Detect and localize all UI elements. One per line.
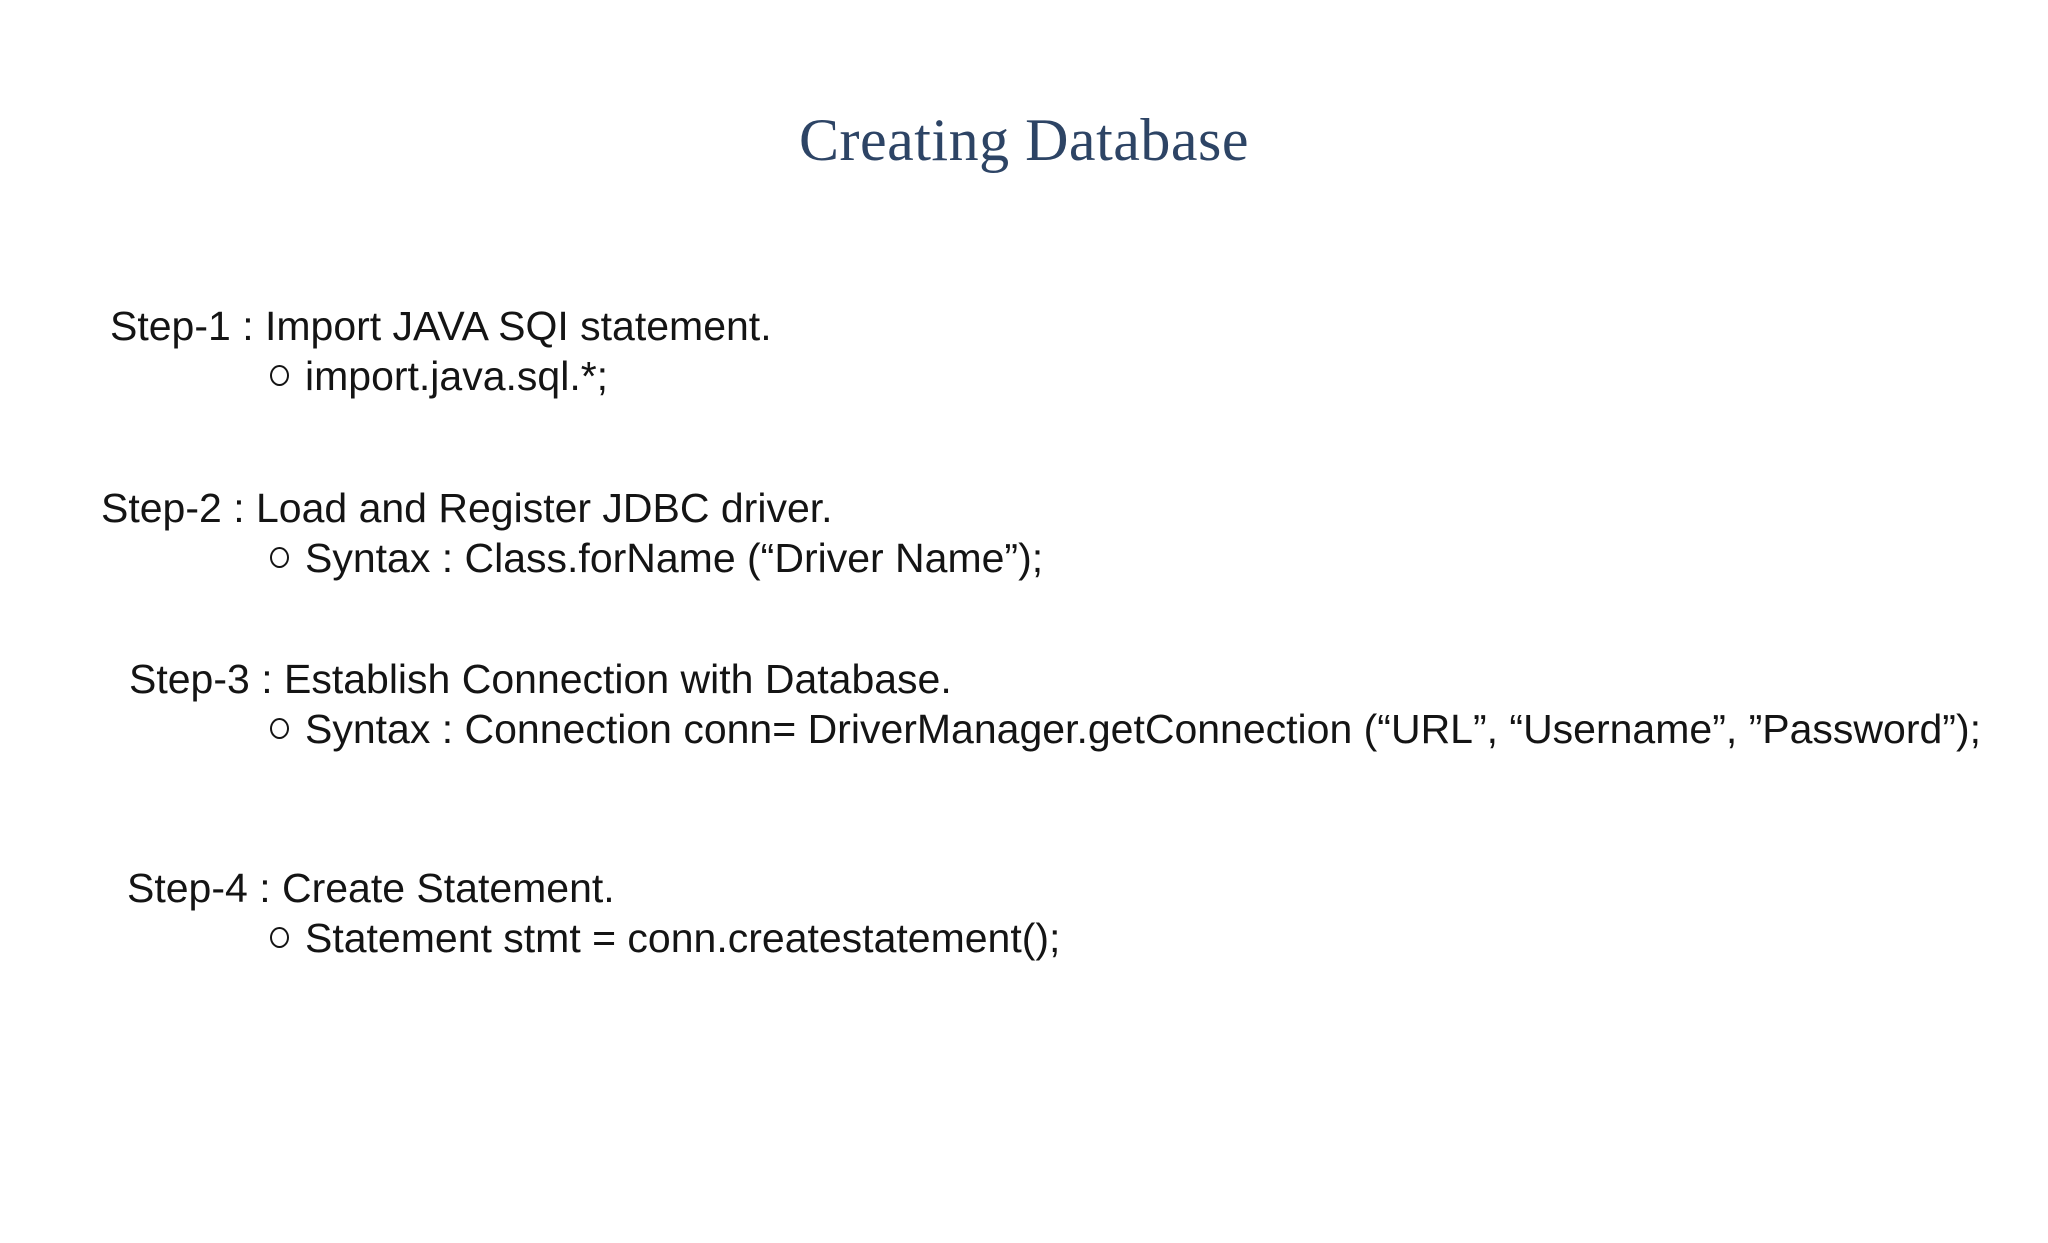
circle-bullet-icon <box>270 547 289 568</box>
circle-bullet-icon <box>270 927 289 948</box>
step-1-block: Step-1 : Import JAVA SQI statement. impo… <box>0 301 2048 401</box>
step-3-bullet-text: Syntax : Connection conn= DriverManager.… <box>305 706 1981 752</box>
circle-bullet-icon <box>270 718 289 739</box>
step-2-bullet-text: Syntax : Class.forName (“Driver Name”); <box>305 535 1044 581</box>
step-2-heading: Step-2 : Load and Register JDBC driver. <box>101 485 833 531</box>
step-3-bullet-line: Syntax : Connection conn= DriverManager.… <box>0 704 2048 754</box>
step-4-block: Step-4 : Create Statement. Statement stm… <box>0 863 2048 963</box>
step-2-block: Step-2 : Load and Register JDBC driver. … <box>0 483 2048 583</box>
step-4-heading: Step-4 : Create Statement. <box>127 865 615 911</box>
step-1-heading: Step-1 : Import JAVA SQI statement. <box>110 303 772 349</box>
step-3-block: Step-3 : Establish Connection with Datab… <box>0 654 2048 754</box>
page-title: Creating Database <box>799 107 1249 173</box>
step-2-bullet-line: Syntax : Class.forName (“Driver Name”); <box>0 533 2048 583</box>
step-4-bullet-text: Statement stmt = conn.createstatement(); <box>305 915 1061 961</box>
step-4-bullet-line: Statement stmt = conn.createstatement(); <box>0 913 2048 963</box>
step-1-bullet-text: import.java.sql.*; <box>305 353 609 399</box>
step-1-bullet-line: import.java.sql.*; <box>0 351 2048 401</box>
step-3-heading: Step-3 : Establish Connection with Datab… <box>129 656 952 702</box>
circle-bullet-icon <box>270 365 289 386</box>
